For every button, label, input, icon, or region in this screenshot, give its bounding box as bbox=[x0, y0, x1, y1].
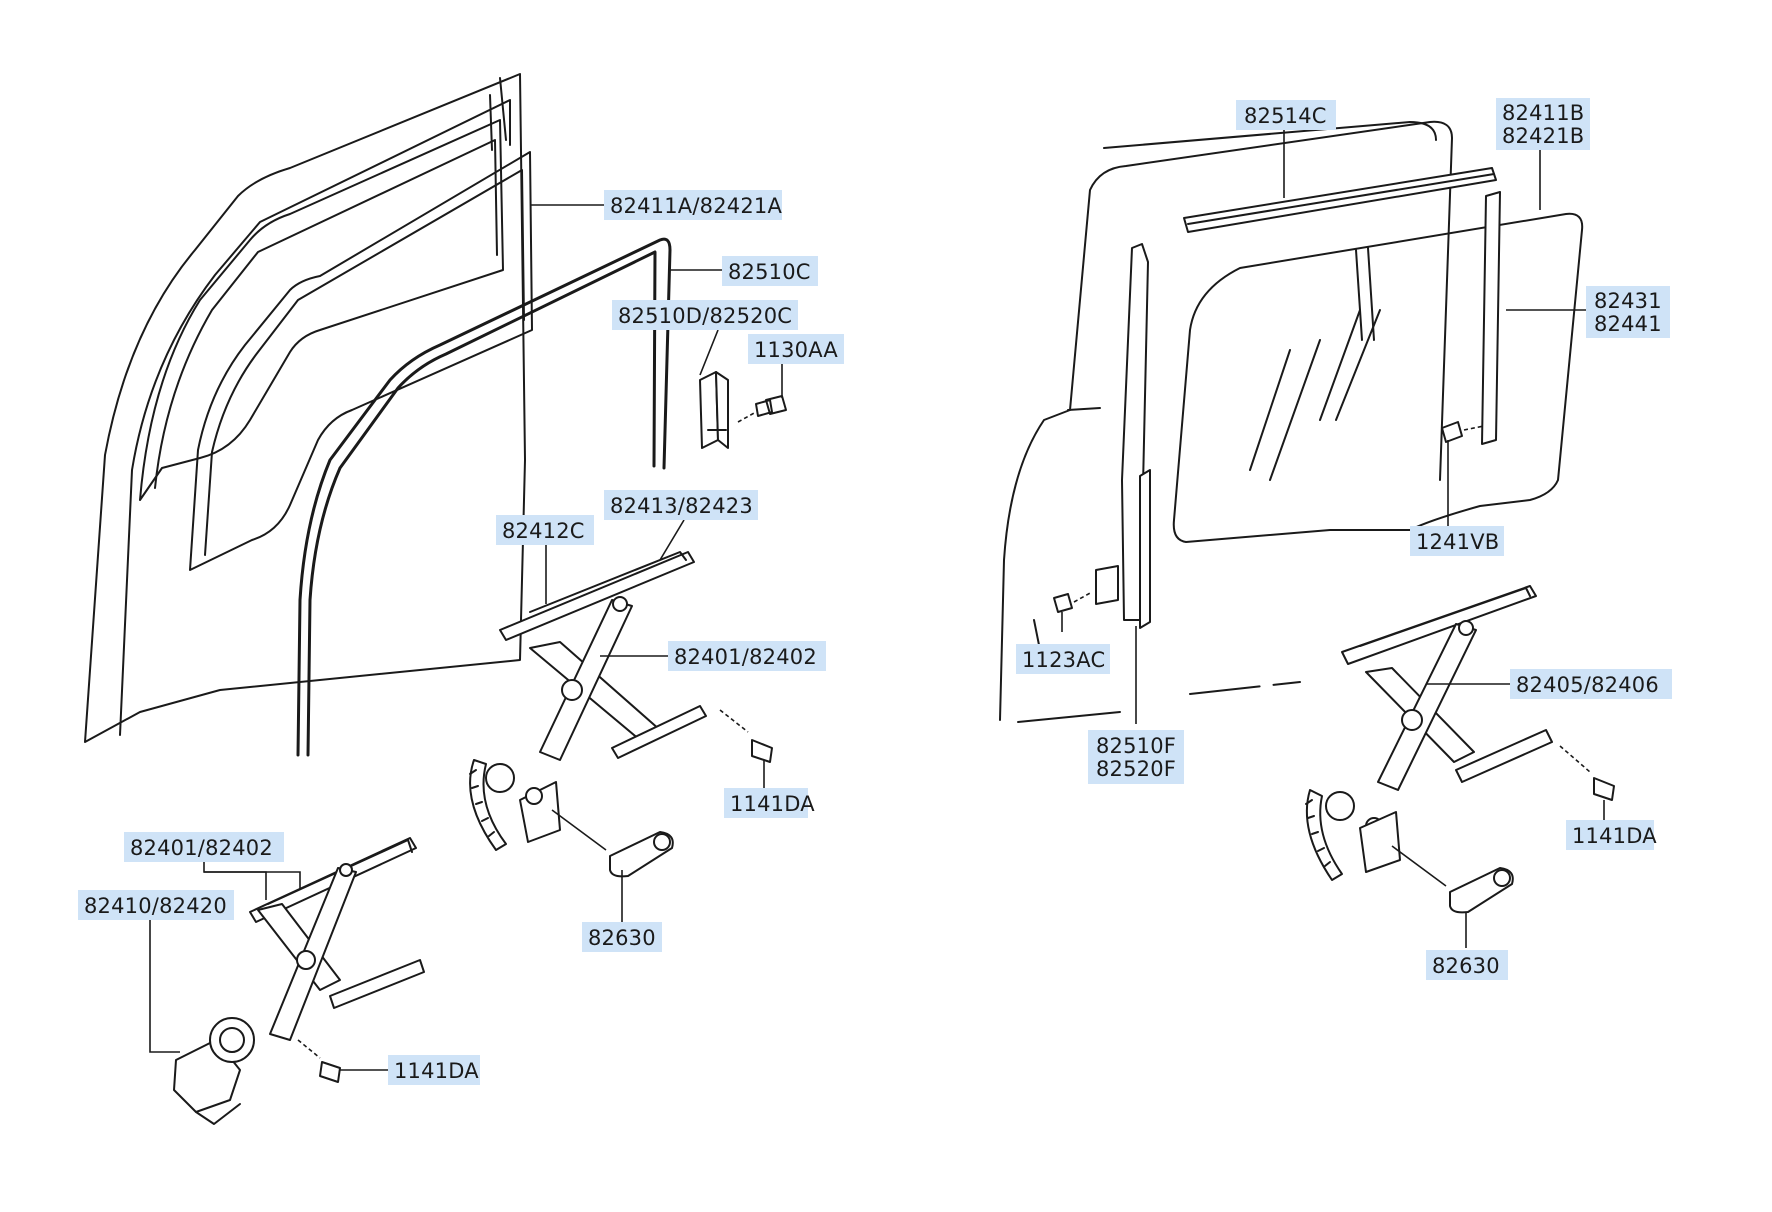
svg-text:82401/82402: 82401/82402 bbox=[130, 836, 273, 860]
svg-text:82413/82423: 82413/82423 bbox=[610, 494, 753, 518]
svg-text:82405/82406: 82405/82406 bbox=[1516, 673, 1659, 697]
label-1141DA-upper[interactable]: 1141DA bbox=[724, 788, 815, 818]
svg-text:1141DA: 1141DA bbox=[1572, 824, 1657, 848]
label-82630-right[interactable]: 82630 bbox=[1426, 950, 1508, 980]
bolt-1130AA-icon bbox=[737, 395, 787, 423]
svg-text:82441: 82441 bbox=[1594, 312, 1662, 336]
door-glass-run-seal bbox=[189, 151, 533, 571]
svg-text:82510D/82520C: 82510D/82520C bbox=[618, 304, 792, 328]
label-82411A[interactable]: 82411A/82421A bbox=[604, 190, 782, 220]
label-1141DA-lower[interactable]: 1141DA bbox=[388, 1055, 480, 1085]
label-82630-left[interactable]: 82630 bbox=[582, 922, 662, 952]
label-82413[interactable]: 82413/82423 bbox=[604, 490, 758, 520]
label-82411B[interactable]: 82411B 82421B bbox=[1496, 98, 1590, 150]
svg-text:82510F: 82510F bbox=[1096, 734, 1176, 758]
bolt-1141DA-icon-left-upper bbox=[719, 709, 773, 763]
svg-text:82520F: 82520F bbox=[1096, 757, 1176, 781]
svg-text:82421B: 82421B bbox=[1502, 124, 1584, 148]
svg-text:1241VB: 1241VB bbox=[1416, 530, 1499, 554]
svg-text:1130AA: 1130AA bbox=[754, 338, 838, 362]
label-82410[interactable]: 82410/82420 bbox=[78, 890, 234, 920]
leader-lines bbox=[149, 130, 1605, 1071]
rear-door-frame-drawing bbox=[999, 120, 1453, 723]
bolt-1141DA-icon-right bbox=[1559, 745, 1615, 801]
bolt-1141DA-icon-left-lower bbox=[297, 1039, 341, 1083]
svg-text:82514C: 82514C bbox=[1244, 104, 1327, 128]
label-82431[interactable]: 82431 82441 bbox=[1586, 286, 1670, 338]
label-1241VB[interactable]: 1241VB bbox=[1410, 526, 1504, 556]
svg-text:82412C: 82412C bbox=[502, 519, 585, 543]
svg-text:1123AC: 1123AC bbox=[1022, 648, 1105, 672]
belt-weatherstrip-82514C bbox=[1183, 167, 1497, 233]
svg-text:82431: 82431 bbox=[1594, 289, 1662, 313]
window-regulator-manual-right bbox=[1305, 585, 1553, 881]
svg-text:82630: 82630 bbox=[588, 926, 656, 950]
svg-text:82411A/82421A: 82411A/82421A bbox=[610, 194, 782, 218]
label-82510C[interactable]: 82510C bbox=[722, 256, 818, 286]
svg-text:82401/82402: 82401/82402 bbox=[674, 645, 817, 669]
window-glass-82431 bbox=[1172, 212, 1584, 543]
svg-text:1141DA: 1141DA bbox=[394, 1059, 479, 1083]
svg-text:1141DA: 1141DA bbox=[730, 792, 815, 816]
label-82401-lower[interactable]: 82401/82402 bbox=[124, 832, 284, 862]
window-handle-82630-icon-left bbox=[551, 809, 674, 878]
label-82401-upper[interactable]: 82401/82402 bbox=[668, 641, 826, 671]
label-82412C[interactable]: 82412C bbox=[496, 515, 594, 545]
channel-piece-82510D bbox=[699, 371, 729, 449]
svg-text:82510C: 82510C bbox=[728, 260, 811, 284]
label-1130AA[interactable]: 1130AA bbox=[748, 334, 844, 364]
bolt-1241VB-icon bbox=[1441, 421, 1485, 443]
svg-text:82411B: 82411B bbox=[1502, 101, 1584, 125]
front-channel-82510F bbox=[1095, 243, 1151, 629]
part-labels: 82411A/82421A 82510C 82510D/82520C 1130A… bbox=[78, 98, 1672, 1085]
front-door-frame-drawing bbox=[84, 73, 526, 743]
door-channel-run bbox=[296, 237, 672, 757]
label-1123AC[interactable]: 1123AC bbox=[1016, 644, 1110, 674]
bolt-1123AC-icon bbox=[1053, 591, 1093, 613]
label-82405[interactable]: 82405/82406 bbox=[1510, 669, 1672, 699]
window-regulator-manual-left bbox=[469, 551, 707, 851]
label-82510F[interactable]: 82510F 82520F bbox=[1088, 730, 1184, 784]
label-82514C[interactable]: 82514C bbox=[1236, 100, 1336, 130]
rear-channel-82411B bbox=[1481, 191, 1501, 445]
svg-text:82410/82420: 82410/82420 bbox=[84, 894, 227, 918]
svg-text:82630: 82630 bbox=[1432, 954, 1500, 978]
label-82510D[interactable]: 82510D/82520C bbox=[612, 300, 798, 330]
window-regulator-power-left bbox=[173, 837, 425, 1125]
window-handle-82630-icon-right bbox=[1391, 845, 1514, 914]
label-1141DA-right[interactable]: 1141DA bbox=[1566, 820, 1657, 850]
